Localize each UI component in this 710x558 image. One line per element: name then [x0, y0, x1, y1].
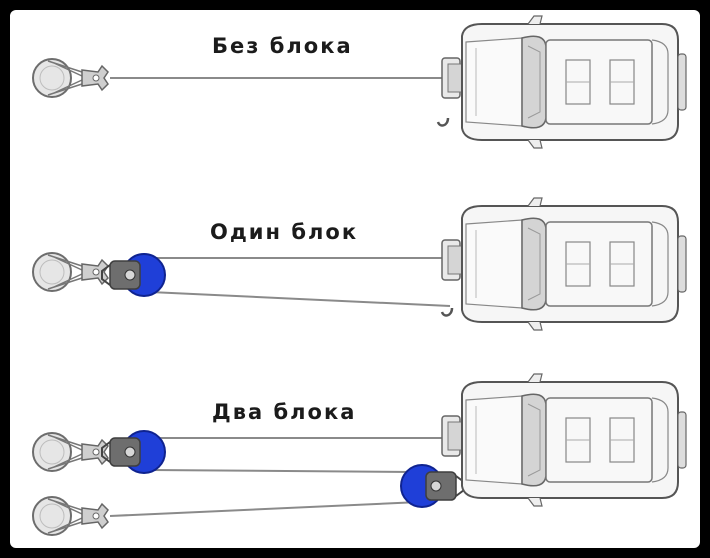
car-top-view-icon [441, 197, 687, 331]
anchor-tree-icon [32, 252, 109, 292]
rope-middle [149, 469, 415, 473]
rope-lower [109, 501, 421, 517]
row-two-blocks [32, 373, 687, 536]
anchor-tree-icon-upper [32, 432, 109, 472]
row-no-block [32, 15, 687, 149]
row-one-block [32, 197, 687, 331]
car-top-view-icon [441, 15, 687, 149]
pulley-block-icon-car [400, 464, 465, 508]
label-one-block: Один блок [210, 220, 359, 244]
rope-lower [149, 291, 451, 307]
anchor-tree-icon [32, 58, 109, 98]
pulley-block-icon-anchor [101, 430, 166, 474]
label-no-block: Без блока [212, 34, 353, 58]
label-two-blocks: Два блока [212, 400, 357, 424]
hook-icon [440, 306, 454, 317]
diagram-panel: Без блока Один блок Два блока [10, 10, 700, 548]
anchor-tree-icon-lower [32, 496, 109, 536]
car-top-view-icon [441, 373, 687, 507]
winch-diagram [32, 15, 687, 536]
hook-icon [436, 116, 450, 127]
pulley-block-icon [101, 253, 166, 297]
